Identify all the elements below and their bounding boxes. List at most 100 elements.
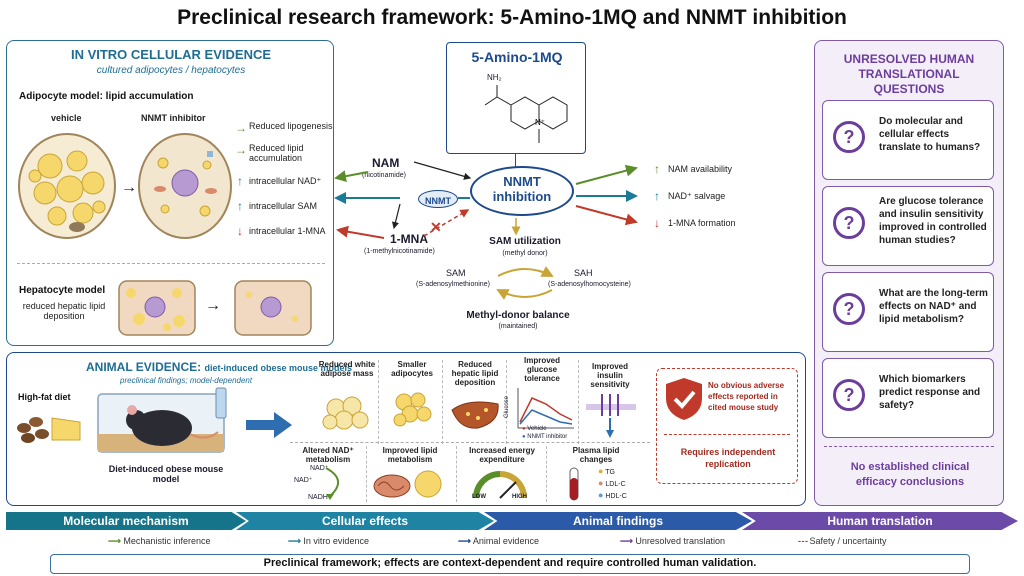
hfd-food-illustration — [17, 417, 81, 443]
question-card-2: ? Are glucose tolerance and insulin sens… — [822, 186, 994, 266]
findings-separator — [506, 360, 507, 444]
output-3-text: 1-MNA formation — [668, 218, 736, 228]
hepatocyte-title: Hepatocyte model — [19, 285, 106, 296]
adipose-tissue-illustration — [322, 396, 369, 430]
nad-cycle-arrow — [325, 467, 339, 500]
finding-insulin-sensitivity: Improved insulin sensitivity — [590, 362, 630, 389]
in-vitro-divider — [17, 263, 325, 264]
stage-molecular: Molecular mechanism — [6, 512, 246, 530]
lipid-hdl-text: HDL-C — [605, 493, 627, 500]
in-vitro-title: IN VITRO CELLULAR EVIDENCE — [70, 47, 272, 62]
question-text-2: Are glucose tolerance and insulin sensit… — [879, 196, 987, 246]
sah-sub: (S-adenosylhomocysteine) — [548, 281, 631, 288]
effect-3-arrow: ↑ — [237, 174, 243, 188]
mechanism-arrows: ✕ — [334, 161, 521, 239]
green-arrow-icon: ⟶ — [108, 536, 121, 546]
findings-separator — [442, 360, 443, 444]
compound-nh2: NH₂ — [487, 73, 502, 82]
finding-hepatic-lipid: Reduced hepatic lipid deposition — [451, 360, 499, 387]
stage-cellular: Cellular effects — [236, 512, 494, 530]
animal-findings-divider — [290, 442, 650, 443]
liver-icon — [451, 401, 499, 429]
questions-title: UNRESOLVED HUMAN TRANSLATIONAL QUESTIONS — [843, 52, 975, 96]
adipocyte-title: Adipocyte model: lipid accumulation — [19, 91, 194, 102]
hepatocyte-arrow: → — [205, 297, 221, 314]
findings-separator — [378, 360, 379, 444]
adipocytes-illustration — [393, 392, 432, 427]
output-2-text: NAD⁺ salvage — [668, 191, 726, 201]
svg-text:✕: ✕ — [430, 219, 442, 235]
finding-smaller-adipocytes: Smaller adipocytes — [391, 360, 433, 378]
safety-divider — [664, 434, 790, 435]
finding-glucose-tolerance: Improved glucose tolerance — [523, 356, 560, 383]
nnmt-node: NNMT — [418, 190, 458, 208]
glucose-legend-inhibitor: ● NNMT inhibitor — [522, 434, 568, 440]
mna-sub: (1-methylnicotinamide) — [364, 248, 435, 255]
inhibitor-cell-illustration — [138, 133, 232, 239]
animal-title-sub: diet-induced obese mouse models — [204, 363, 352, 373]
methyl-balance-sub: (maintained) — [498, 323, 538, 330]
compound-box: 5-Amino-1MQ NH₂ N⁺ — [446, 42, 586, 154]
mna-label: 1-MNA — [390, 232, 428, 246]
legend-animal: ⟶ Animal evidence — [458, 536, 539, 547]
energy-gauge-illustration — [473, 471, 527, 499]
question-card-3: ? What are the long-term effects on NAD⁺… — [822, 272, 994, 352]
nad-label-2: NAD⁺ — [294, 477, 313, 484]
nnmt-inhibition-node: NNMT inhibition — [470, 166, 574, 216]
effect-2-text: Reduced lipid accumulation — [249, 143, 304, 163]
effect-1-text: Reduced lipogenesis — [249, 121, 333, 131]
hepatocyte-vehicle-illustration — [118, 280, 196, 336]
legend-unresolved-text: Unresolved translation — [635, 536, 725, 546]
blood-tube-icon — [569, 467, 579, 501]
effect-4-arrow: ↑ — [237, 199, 243, 213]
output-2-arrow: ↑ — [654, 189, 660, 203]
lipid-ldl: ● LDL-C — [598, 478, 626, 488]
effect-4-text: intracellular SAM — [249, 201, 318, 211]
findings-separator — [456, 446, 457, 502]
lipid-tg-text: TG — [605, 469, 615, 476]
gauge-low-label: LOW — [472, 494, 486, 500]
nadh-label: NADH — [308, 494, 328, 501]
output-1-arrow: ↑ — [654, 162, 660, 176]
question-mark-icon: ? — [833, 379, 865, 411]
question-text-4: Which biomarkers predict response and sa… — [879, 374, 981, 411]
compound-to-inhibition-line — [515, 154, 516, 168]
findings-separator — [578, 360, 579, 444]
finding-nad-metabolism: Altered NAD⁺ metabolism — [302, 446, 354, 464]
hepatocyte-inhibitor-illustration — [234, 280, 312, 336]
shield-check-icon — [666, 378, 702, 420]
legend-mechanistic-text: Mechanistic inference — [123, 536, 211, 546]
question-mark-icon: ? — [833, 293, 865, 325]
sam-label: SAM — [446, 268, 466, 278]
effect-3-text: intracellular NAD⁺ — [249, 176, 322, 186]
in-vitro-panel: IN VITRO CELLULAR EVIDENCE cultured adip… — [6, 40, 334, 346]
bottom-note: Preclinical framework; effects are conte… — [50, 554, 970, 574]
questions-conclusion: No established clinical efficacy conclus… — [850, 461, 970, 488]
animal-flow-arrow — [246, 412, 292, 438]
finding-white-adipose: Reduced white adipose mass — [318, 360, 376, 378]
nam-label: NAM — [372, 156, 400, 170]
question-mark-icon: ? — [833, 207, 865, 239]
lipid-ldl-text: LDL-C — [605, 481, 626, 488]
output-3-arrow: ↓ — [654, 216, 660, 230]
vehicle-to-inhibitor-arrow: → — [121, 179, 137, 196]
compound-name: 5-Amino-1MQ — [471, 49, 563, 65]
svg-text:N⁺: N⁺ — [535, 118, 545, 127]
question-text-1: Do molecular and cellular effects transl… — [879, 116, 981, 153]
nam-sub: (nicotinamide) — [362, 172, 406, 179]
output-arrows — [575, 164, 638, 226]
nnmt-label: NNMT — [425, 196, 451, 206]
purple-arrow-icon: ⟶ — [620, 536, 633, 546]
legend-safety-text: Safety / uncertainty — [809, 536, 887, 546]
insulin-receptor-illustration — [586, 394, 636, 438]
question-card-1: ? Do molecular and cellular effects tran… — [822, 100, 994, 180]
legend-animal-text: Animal evidence — [472, 536, 539, 546]
glucose-tolerance-chart — [517, 388, 574, 429]
findings-separator — [546, 446, 547, 502]
hfd-label: High-fat diet — [18, 392, 71, 402]
effect-5-arrow: ↓ — [237, 224, 243, 238]
glucose-legend-vehicle: ● Vehicle — [522, 426, 547, 432]
lipid-tg: ● TG — [598, 466, 615, 476]
sam-utilization-sub: (methyl donor) — [502, 250, 548, 257]
legend-in-vitro-text: In vitro evidence — [303, 536, 369, 546]
